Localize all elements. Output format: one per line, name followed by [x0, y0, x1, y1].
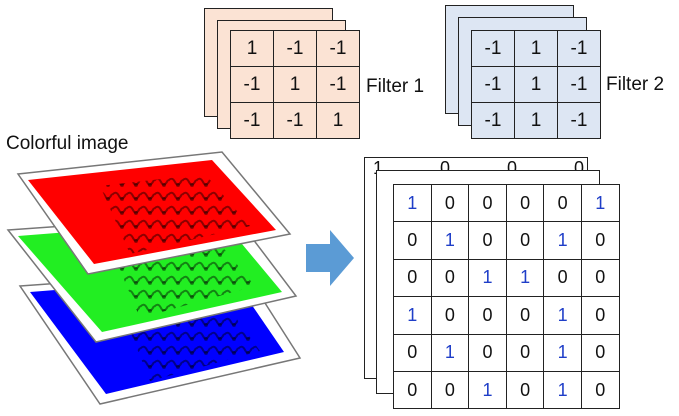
feature_map-cell: 0 [580, 221, 620, 260]
feature_map-cell: 0 [505, 221, 545, 260]
image-channel-stack [6, 151, 302, 405]
feature_map-cell: 0 [580, 333, 620, 372]
filter2-cell: 1 [514, 102, 558, 139]
feature_map-cell: 0 [393, 221, 432, 260]
filter1-cell: 1 [230, 30, 274, 67]
filter1-cell: -1 [273, 102, 317, 139]
filter1-cell: -1 [230, 66, 274, 103]
red-channel-plane [16, 151, 292, 275]
arrow-icon [306, 230, 354, 286]
feature_map-cell: 0 [430, 370, 470, 410]
feature_map-cell: 0 [468, 221, 507, 260]
filter2-cell: 1 [514, 30, 558, 67]
feature_map-cell: 1 [543, 221, 582, 260]
feature_map-cell: 0 [430, 258, 470, 298]
filter1-label: Filter 1 [366, 76, 425, 97]
filter2-cell: -1 [557, 102, 601, 139]
filter2-cell: -1 [557, 66, 601, 103]
feature_map-cell: 0 [505, 370, 545, 410]
feature_map-cell: 0 [393, 333, 432, 372]
filter2-label: Filter 2 [606, 74, 665, 95]
feature_map-cell: 0 [430, 296, 470, 335]
feature_map-cell: 1 [505, 258, 545, 298]
feature_map-cell: 0 [580, 370, 620, 410]
feature_map-cell: 1 [543, 333, 582, 372]
feature_map-cell: 1 [468, 258, 507, 298]
image-label: Colorful image [6, 133, 129, 154]
feature_map-cell: 0 [505, 183, 545, 223]
filter2-cell: 1 [514, 66, 558, 103]
filter2-cell: -1 [471, 66, 515, 103]
feature_map-cell: 0 [468, 333, 507, 372]
feature_map-cell: 1 [543, 370, 582, 410]
feature_map-cell: 0 [505, 333, 545, 372]
feature_map-cell: 1 [543, 296, 582, 335]
feature_map-cell: 0 [468, 183, 507, 223]
feature_map-cell: 0 [580, 296, 620, 335]
feature_map-cell: 1 [430, 333, 470, 372]
filter1-cell: 1 [316, 102, 360, 139]
filter1-cell: -1 [230, 102, 274, 139]
filter2-cell: -1 [471, 30, 515, 67]
filter2-cell: -1 [471, 102, 515, 139]
feature_map-cell: 0 [430, 183, 470, 223]
filter1-cell: 1 [273, 66, 317, 103]
feature_map-cell: 1 [430, 221, 470, 260]
feature_map-cell: 0 [468, 296, 507, 335]
feature_map-cell: 1 [393, 183, 432, 223]
feature_map-cell: 0 [543, 183, 582, 223]
filter1-cell: -1 [316, 66, 360, 103]
feature_map-cell: 1 [468, 370, 507, 410]
filter1-cell: -1 [273, 30, 317, 67]
feature_map-cell: 1 [393, 296, 432, 335]
feature_map-cell: 1 [580, 183, 620, 223]
filter1-cell: -1 [316, 30, 360, 67]
feature_map-cell: 0 [543, 258, 582, 298]
filter1-row: 1-1-1 [230, 30, 360, 67]
feature_map-cell: 0 [393, 370, 432, 410]
feature_map-cell: 0 [580, 258, 620, 298]
feature_map-cell: 0 [505, 296, 545, 335]
feature_map-cell: 0 [393, 258, 432, 298]
filter2-cell: -1 [557, 30, 601, 67]
